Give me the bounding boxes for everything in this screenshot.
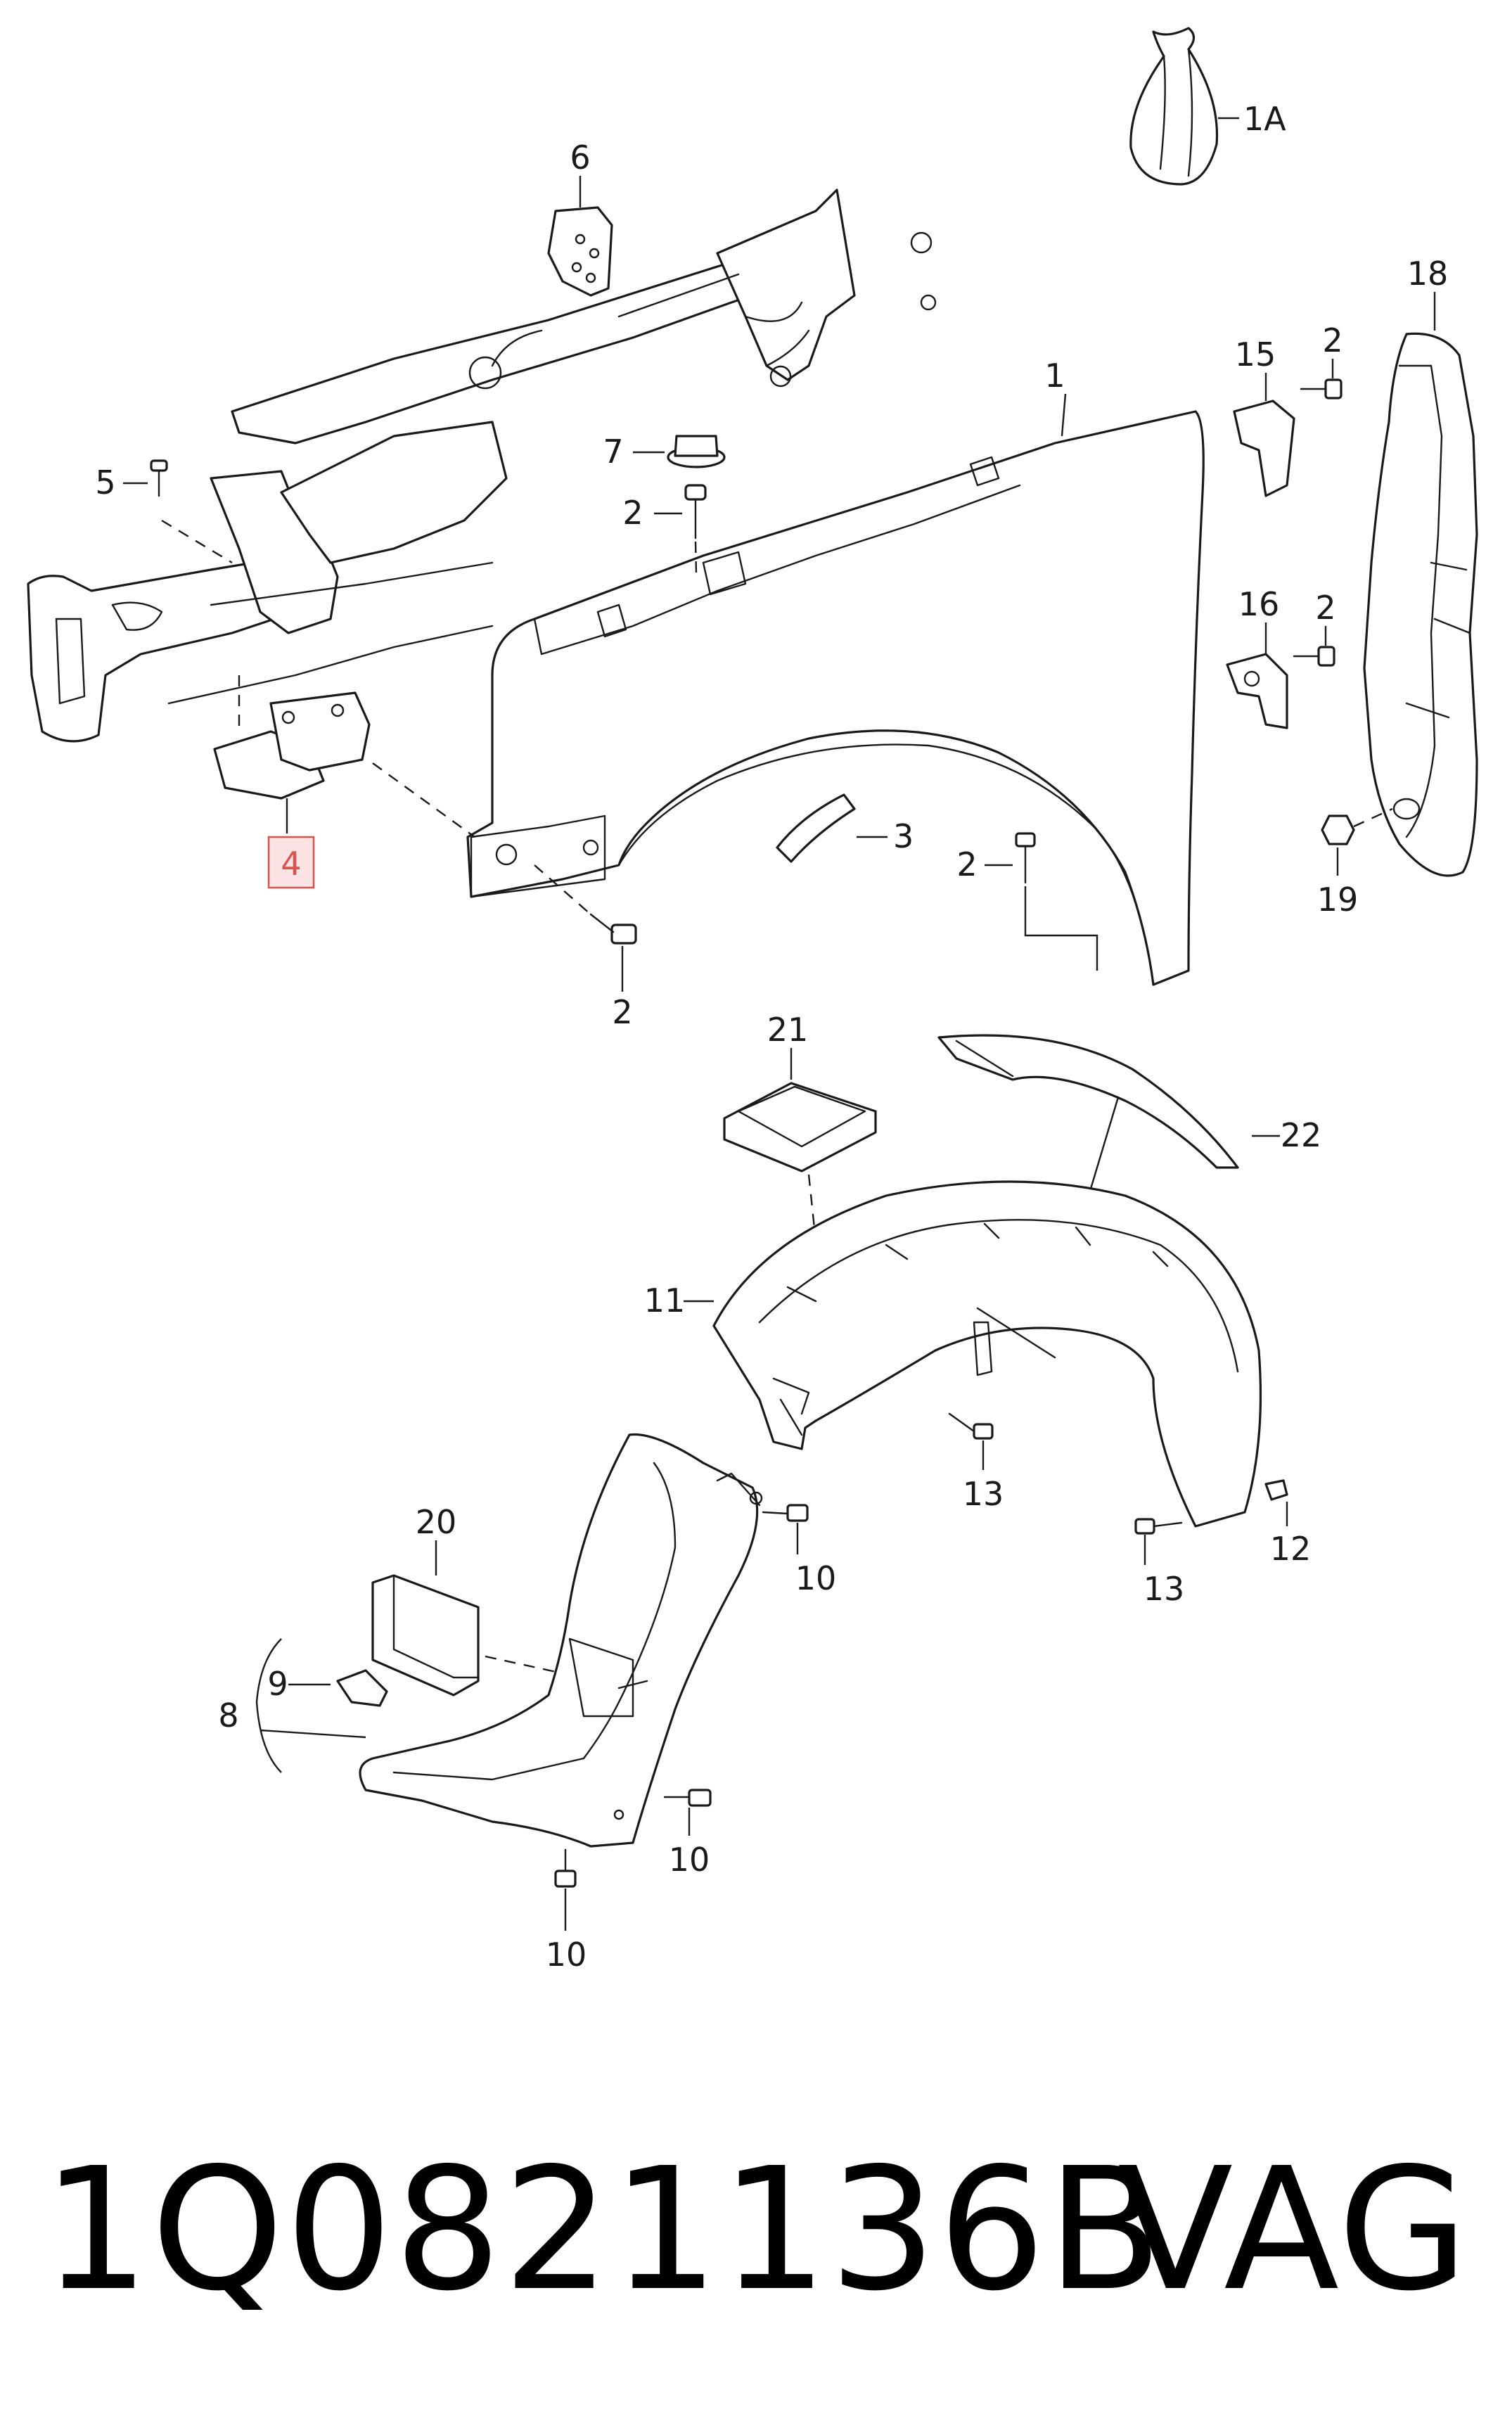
label-15: 15 <box>1235 335 1276 373</box>
bolt-13-left <box>948 1412 994 1470</box>
label-2-15: 2 <box>1322 321 1343 359</box>
label-18: 18 <box>1407 255 1449 293</box>
label-19: 19 <box>1317 881 1359 919</box>
part-3-trim <box>776 793 888 863</box>
part-number: 1Q0821136B <box>42 2131 1165 2328</box>
label-2-fender: 2 <box>956 845 977 883</box>
label-13-left: 13 <box>963 1475 1004 1513</box>
bolt-10-lower <box>554 1848 577 1931</box>
label-10-lower: 10 <box>546 1936 587 1974</box>
label-5: 5 <box>95 464 115 501</box>
label-11: 11 <box>644 1282 686 1319</box>
bolt-2-lower <box>534 864 637 992</box>
part-6-bracket <box>547 176 613 297</box>
label-8: 8 <box>218 1696 238 1734</box>
footer: 1Q0821136B VAG <box>0 2110 1512 2363</box>
part-15-bracket <box>1233 373 1295 497</box>
bolt-2-top <box>654 484 707 574</box>
label-13-right: 13 <box>1143 1570 1185 1608</box>
part-1a-bag <box>1129 27 1239 186</box>
part-4-bracket <box>213 675 371 833</box>
part-8-liner <box>359 1433 763 1848</box>
label-12: 12 <box>1270 1530 1312 1568</box>
label-6: 6 <box>570 139 590 177</box>
part-11-liner <box>684 1180 1262 1528</box>
label-7: 7 <box>603 433 623 471</box>
clip-9 <box>255 1638 388 1773</box>
bolt-13-right <box>1134 1518 1183 1565</box>
part-1-fender <box>372 393 1205 986</box>
label-10-upper: 10 <box>795 1559 837 1597</box>
nut-7 <box>633 435 726 468</box>
label-4-highlight <box>267 836 315 889</box>
bolt-2-bracket-15 <box>1300 359 1343 400</box>
nut-19 <box>1321 807 1393 876</box>
part-18-liner <box>1363 292 1478 877</box>
part-16-bracket <box>1226 622 1288 729</box>
label-9: 9 <box>267 1665 288 1703</box>
bolt-2-bracket-16 <box>1293 626 1335 667</box>
bolt-5 <box>123 459 233 564</box>
part-20-pad <box>371 1540 598 1696</box>
bolt-10-middle <box>663 1789 712 1836</box>
label-4: 4 <box>281 845 301 883</box>
label-2-lower: 2 <box>612 993 632 1031</box>
label-20: 20 <box>416 1503 457 1541</box>
brand-name: VAG <box>1117 2131 1470 2328</box>
part-22-trim <box>937 1034 1280 1204</box>
clip-12 <box>1264 1479 1288 1526</box>
label-1: 1 <box>1044 357 1065 395</box>
parts-diagram: 1 1A 2 2 2 2 2 2 3 4 5 6 7 8 9 10 10 10 … <box>27 27 1478 1974</box>
label-16: 16 <box>1238 585 1280 623</box>
bolt-2-fender-bottom <box>985 832 1098 971</box>
label-10-middle: 10 <box>669 1841 710 1879</box>
part-21-pad <box>723 1048 877 1309</box>
callout-labels: 1 1A 2 2 2 2 2 2 3 4 5 6 7 8 9 10 10 10 … <box>95 100 1449 1974</box>
label-22: 22 <box>1281 1116 1322 1154</box>
body-structure <box>27 188 937 743</box>
bolt-10-upper <box>762 1504 809 1554</box>
label-2-top: 2 <box>622 494 643 532</box>
label-1a: 1A <box>1243 100 1286 138</box>
label-21: 21 <box>767 1011 809 1049</box>
label-3: 3 <box>893 817 914 855</box>
label-2-16: 2 <box>1315 589 1335 627</box>
